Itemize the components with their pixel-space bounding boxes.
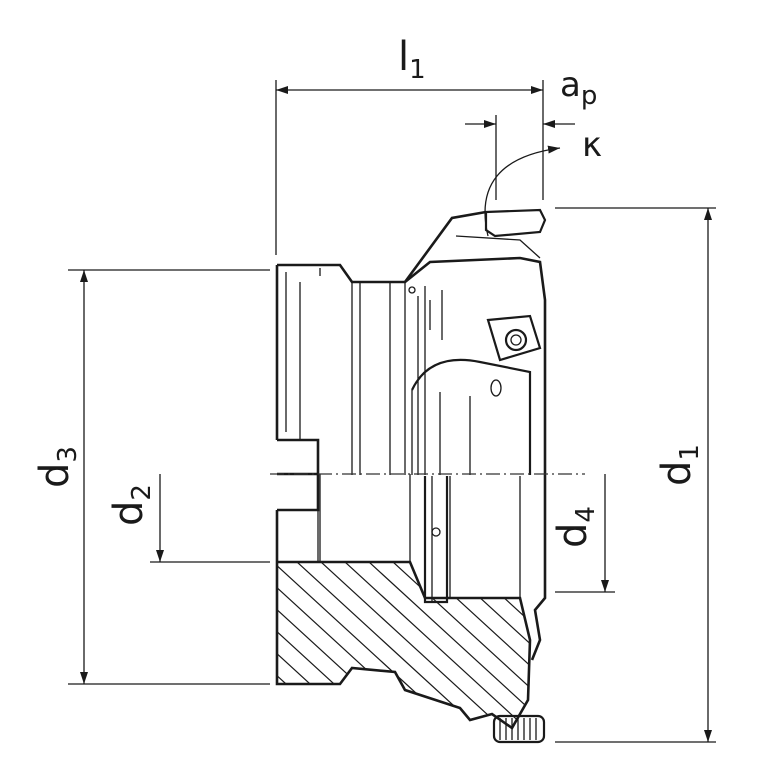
section-hatch-line — [277, 562, 466, 728]
section-hatch-line — [537, 540, 767, 760]
section-hatch-line — [0, 540, 201, 760]
label-d1: d1 — [654, 444, 705, 486]
section-hatch-line — [0, 540, 153, 760]
label-d2: d2 — [106, 484, 157, 526]
label-l1: l1 — [398, 34, 426, 85]
section-hatch-line — [277, 562, 298, 728]
section-hatch-line — [561, 540, 767, 760]
section-hatch-line — [296, 562, 530, 728]
section-hatch-line — [9, 540, 249, 760]
section-hatch-line — [464, 562, 530, 728]
section-hatch-line — [0, 540, 105, 760]
label-d4: d4 — [550, 506, 601, 548]
label-ap: ap — [560, 65, 597, 111]
label-d3: d3 — [32, 446, 83, 488]
section-hatch-line — [585, 540, 767, 760]
section-hatch-line — [0, 540, 177, 760]
section-hatch-line — [0, 540, 225, 760]
section-hatch-line — [440, 562, 530, 728]
section-hatch-line — [344, 562, 530, 728]
cutter-body-outline — [275, 208, 547, 512]
section-hatch-line — [277, 562, 490, 728]
label-kappa: κ — [582, 125, 602, 165]
section-hatch-line — [0, 540, 81, 760]
section-hatch-line — [512, 562, 530, 728]
section-hatch-line — [368, 562, 530, 728]
section-hatch-line — [277, 562, 514, 728]
section-hatch-line — [0, 540, 129, 760]
section-hatch-line — [320, 562, 530, 728]
section-hatch-line — [33, 540, 273, 760]
section-hatch-line — [0, 540, 57, 760]
section-hatch-line — [488, 562, 530, 728]
dimension-lines — [68, 80, 716, 743]
